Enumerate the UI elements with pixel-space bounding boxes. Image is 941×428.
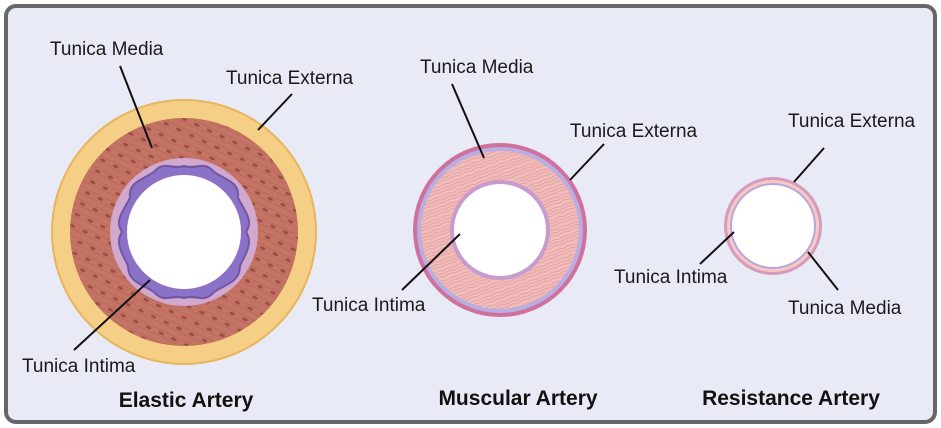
elastic-artery-title: Elastic Artery — [119, 389, 254, 412]
resistance-artery-title: Resistance Artery — [702, 387, 880, 410]
elastic-media-label: Tunica Media — [50, 39, 164, 60]
muscular-intima-label: Tunica Intima — [312, 295, 426, 316]
resistance-externa-leader — [794, 148, 824, 182]
resistance-externa-label: Tunica Externa — [788, 111, 916, 132]
elastic-artery — [52, 100, 316, 364]
muscular-media-leader — [452, 84, 484, 158]
elastic-lumen — [127, 175, 241, 289]
muscular-lumen — [454, 184, 546, 276]
muscular-artery-title: Muscular Artery — [438, 387, 597, 410]
muscular-externa-leader — [570, 144, 604, 180]
resistance-artery — [724, 177, 822, 275]
muscular-externa-label: Tunica Externa — [570, 121, 698, 142]
elastic-externa-leader — [258, 94, 292, 130]
muscular-media-label: Tunica Media — [420, 57, 534, 78]
elastic-intima-label: Tunica Intima — [22, 356, 136, 377]
resistance-intima-leader — [700, 232, 734, 264]
resistance-media-leader — [808, 252, 838, 290]
elastic-externa-label: Tunica Externa — [226, 68, 354, 89]
resistance-media-label: Tunica Media — [788, 298, 902, 319]
resistance-lumen — [732, 185, 814, 267]
resistance-intima-label: Tunica Intima — [614, 267, 728, 288]
muscular-artery — [413, 143, 587, 317]
